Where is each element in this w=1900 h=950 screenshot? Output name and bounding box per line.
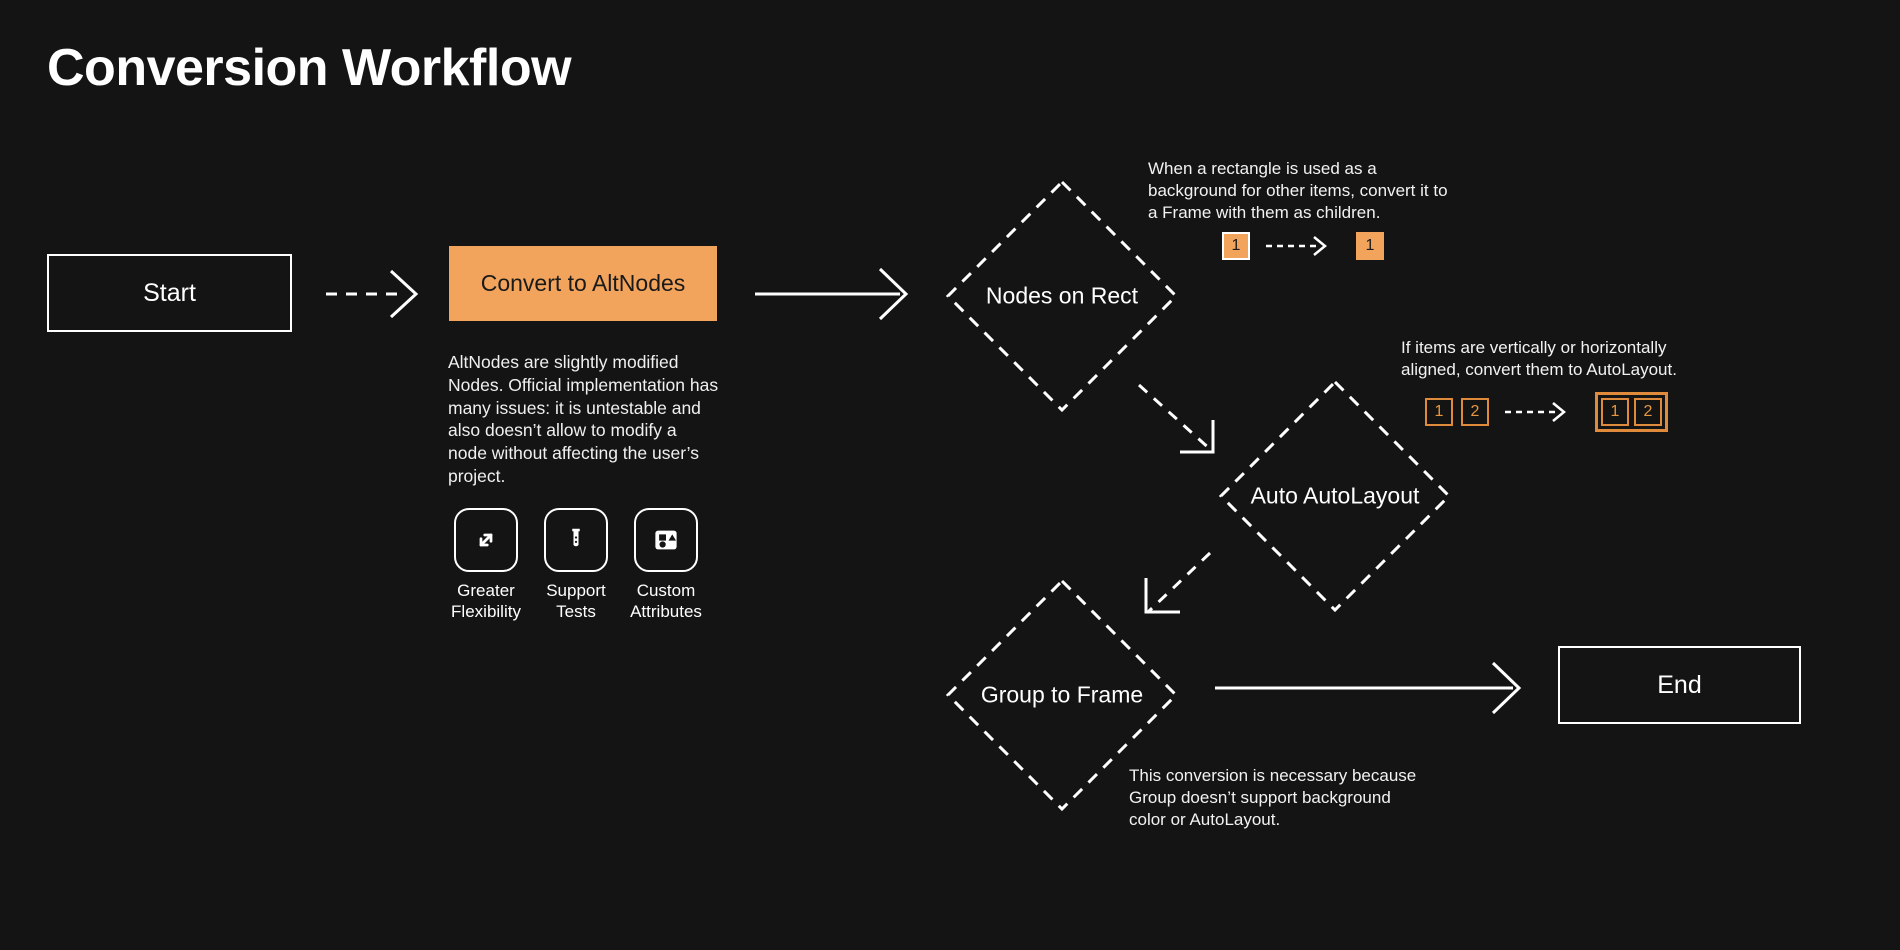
node-end-label: End: [1657, 670, 1702, 699]
dashed-arrow-icon: [1266, 236, 1327, 256]
connector-convert-to-nodesonrect: [755, 267, 909, 321]
badge-before-1: 1: [1222, 232, 1250, 260]
node-end[interactable]: End: [1558, 646, 1801, 724]
node-group-to-frame[interactable]: Group to Frame: [944, 577, 1180, 813]
badge-after-1: 1: [1601, 398, 1629, 426]
badge-row-nodes-on-rect: 1 1: [1222, 232, 1384, 260]
annotation-group-to-frame: This conversion is necessary because Gro…: [1129, 766, 1417, 830]
badge-frame-autolayout: 1 2: [1595, 392, 1668, 432]
altnodes-feature-list: Greater Flexibility Support Tests: [451, 508, 702, 622]
annotation-nodes-on-rect: When a rectangle is used as a background…: [1148, 159, 1448, 223]
connector-grouptoframe-to-end: [1215, 661, 1522, 715]
node-convert-to-altnodes[interactable]: Convert to AltNodes: [449, 246, 717, 321]
badge-row-auto-autolayout: 1 2 1 2: [1425, 392, 1668, 432]
node-start[interactable]: Start: [47, 254, 292, 332]
expand-arrows-icon: [454, 508, 518, 572]
dashed-arrow-icon: [1505, 402, 1566, 422]
test-tube-icon: [544, 508, 608, 572]
node-start-label: Start: [143, 278, 196, 307]
feature-label: Greater Flexibility: [451, 581, 521, 621]
altnodes-description: AltNodes are slightly modified Nodes. Of…: [448, 352, 719, 486]
feature-greater-flexibility[interactable]: Greater Flexibility: [451, 508, 521, 622]
feature-label: Support Tests: [546, 581, 606, 621]
node-convert-label: Convert to AltNodes: [480, 270, 686, 296]
diamond-shape: [945, 179, 1179, 413]
diamond-shape: [945, 578, 1179, 812]
badge-after-2: 2: [1634, 398, 1662, 426]
annotation-auto-autolayout: If items are vertically or horizontally …: [1401, 338, 1677, 380]
badge-before-2: 2: [1461, 398, 1489, 426]
connector-start-to-convert: [326, 269, 419, 319]
node-group-to-frame-label: Group to Frame: [980, 681, 1144, 708]
node-nodes-on-rect[interactable]: Nodes on Rect: [944, 178, 1180, 414]
node-auto-autolayout[interactable]: Auto AutoLayout: [1217, 378, 1453, 614]
badge-before-1: 1: [1425, 398, 1453, 426]
feature-support-tests[interactable]: Support Tests: [542, 508, 610, 622]
page-title: Conversion Workflow: [47, 39, 572, 97]
node-nodes-on-rect-label: Nodes on Rect: [985, 282, 1139, 309]
feature-custom-attributes[interactable]: Custom Attributes: [630, 508, 702, 622]
feature-label: Custom Attributes: [630, 581, 702, 621]
badge-after-1: 1: [1356, 232, 1384, 260]
shapes-icon: [634, 508, 698, 572]
diamond-shape: [1218, 379, 1452, 613]
node-auto-autolayout-label: Auto AutoLayout: [1250, 482, 1420, 509]
